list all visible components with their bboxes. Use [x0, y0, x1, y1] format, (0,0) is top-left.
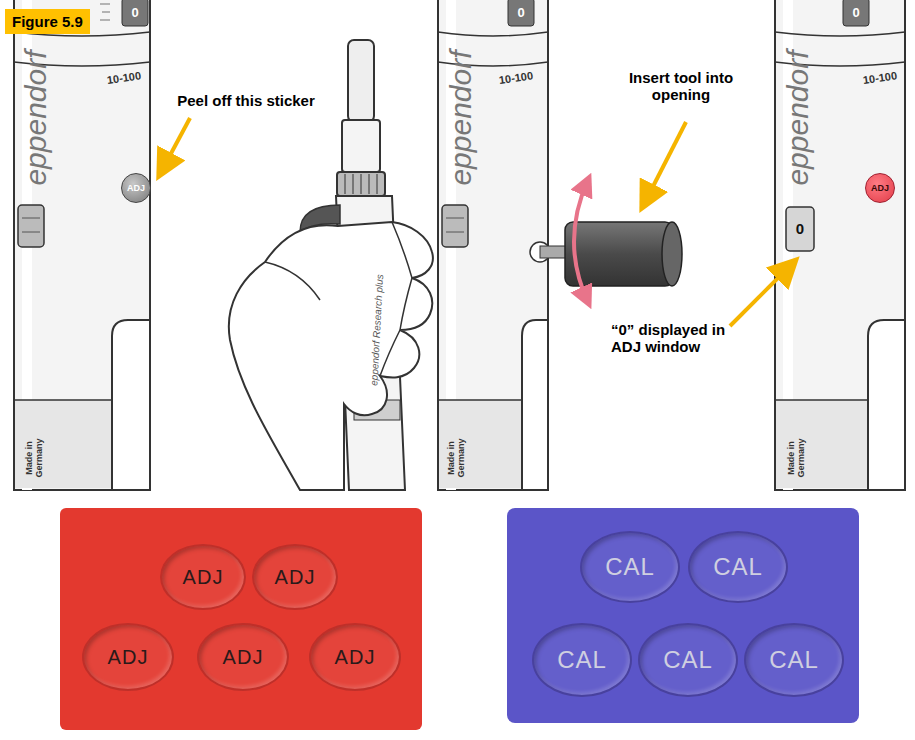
- sticker-text: CAL: [769, 646, 819, 674]
- sticker-text: CAL: [605, 553, 655, 581]
- brand-mark: eppendorf: [444, 50, 479, 185]
- volume-range: 10-100: [862, 69, 898, 86]
- callout-arrow: [160, 118, 794, 326]
- sticker-text: CAL: [663, 646, 713, 674]
- sticker-text: ADJ: [275, 566, 316, 589]
- sticker-text: ADJ: [108, 646, 149, 669]
- callout-text: Peel off this sticker: [177, 92, 315, 109]
- adj-sticker: ADJ: [160, 544, 246, 610]
- sticker-text: ADJ: [183, 566, 224, 589]
- adj-sticker-sheet: [60, 508, 422, 730]
- volume-display: 0: [131, 6, 138, 21]
- volume-range: 10-100: [498, 69, 534, 86]
- cal-sticker: CAL: [744, 623, 844, 697]
- sticker-text: ADJ: [223, 646, 264, 669]
- adj-sticker: ADJ: [252, 544, 338, 610]
- cal-sticker-sheet: [507, 508, 859, 723]
- pipette-body: [775, 0, 905, 490]
- callout-text: Insert tool into opening: [625, 69, 737, 104]
- callout-text: “0” displayed in ADJ window: [611, 321, 739, 356]
- sticker-text: CAL: [713, 553, 763, 581]
- cal-sticker: CAL: [688, 531, 788, 603]
- volume-display: 0: [517, 6, 524, 21]
- brand-mark: eppendorf: [19, 50, 54, 185]
- sticker-text: ADJ: [335, 646, 376, 669]
- figure-title: Figure 5.9: [5, 9, 90, 34]
- adjustment-tool: [540, 180, 682, 302]
- adj-sticker: ADJ: [309, 623, 401, 691]
- volume-range: 10-100: [106, 69, 142, 86]
- sticker-text: ADJ: [871, 183, 889, 193]
- adj-counter: 0: [796, 220, 804, 237]
- adj-sticker: ADJ: [82, 623, 174, 691]
- brand-mark: eppendorf Research plus: [368, 274, 385, 386]
- cal-sticker: CAL: [580, 531, 680, 603]
- sticker-text: ADJ: [127, 183, 145, 193]
- adj-sticker: ADJ: [197, 623, 289, 691]
- origin-mark: Made in Germany: [786, 436, 807, 480]
- cal-sticker: CAL: [532, 623, 632, 697]
- adj-sticker: ADJ: [865, 173, 895, 203]
- sticker-text: CAL: [557, 646, 607, 674]
- origin-mark: Made in Germany: [446, 436, 467, 480]
- cal-sticker: CAL: [638, 623, 738, 697]
- origin-mark: Made in Germany: [24, 436, 45, 480]
- adj-sticker: ADJ: [121, 173, 151, 203]
- volume-display: 0: [852, 6, 859, 21]
- pipette-body: [14, 0, 150, 490]
- pipette-body: [438, 0, 550, 490]
- brand-mark: eppendorf: [781, 50, 816, 185]
